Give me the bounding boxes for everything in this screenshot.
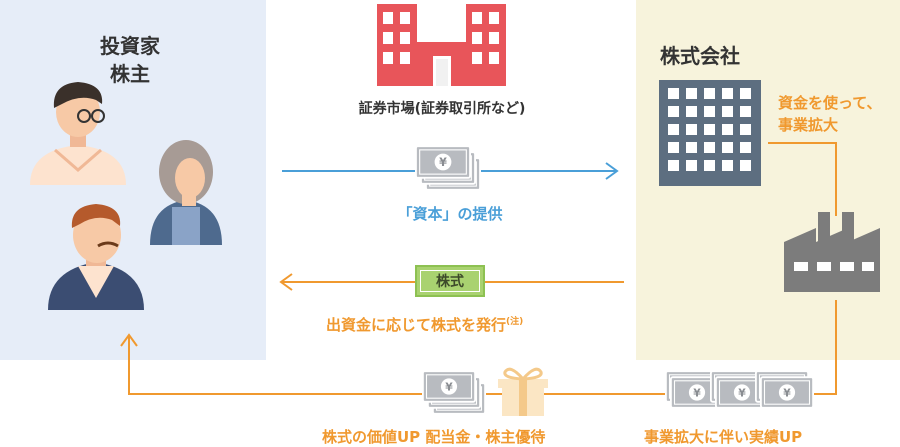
return-label: 株式の価値UP 配当金・株主優待	[322, 428, 546, 446]
investor-label-line1: 投資家	[100, 34, 160, 58]
capital-label: 「資本」の提供	[397, 205, 503, 223]
yen-banknote-icon	[415, 145, 481, 191]
growth-label-line1: 資金を使って、	[778, 94, 882, 112]
investor-label: 投資家 株主	[80, 32, 180, 88]
issue-label: 出資金に応じて株式を発行(注)	[326, 314, 523, 335]
stock-certificate-icon: 株式	[415, 265, 485, 297]
gift-box-icon	[498, 367, 548, 416]
factory-icon	[784, 212, 880, 292]
investor-man-glasses-icon	[30, 82, 126, 185]
investor-man-mustache-icon	[48, 204, 144, 310]
growth-label-line2: 事業拡大	[778, 116, 839, 134]
issue-note-mark: (注)	[506, 317, 524, 327]
stock-badge-label: 株式	[420, 270, 480, 292]
market-building-icon	[377, 4, 506, 86]
yen-banknote-icon	[665, 370, 814, 409]
company-label: 株式会社	[660, 44, 740, 68]
office-building-icon	[659, 80, 761, 186]
investor-label-line2: 株主	[110, 62, 150, 86]
performance-label: 事業拡大に伴い実績UP	[644, 428, 803, 446]
issue-label-text: 出資金に応じて株式を発行	[326, 316, 507, 334]
market-label: 証券市場(証券取引所など)	[358, 101, 526, 117]
investor-woman-icon	[150, 140, 222, 245]
growth-label: 資金を使って、 事業拡大	[778, 92, 882, 136]
yen-banknote-icon	[422, 370, 486, 415]
